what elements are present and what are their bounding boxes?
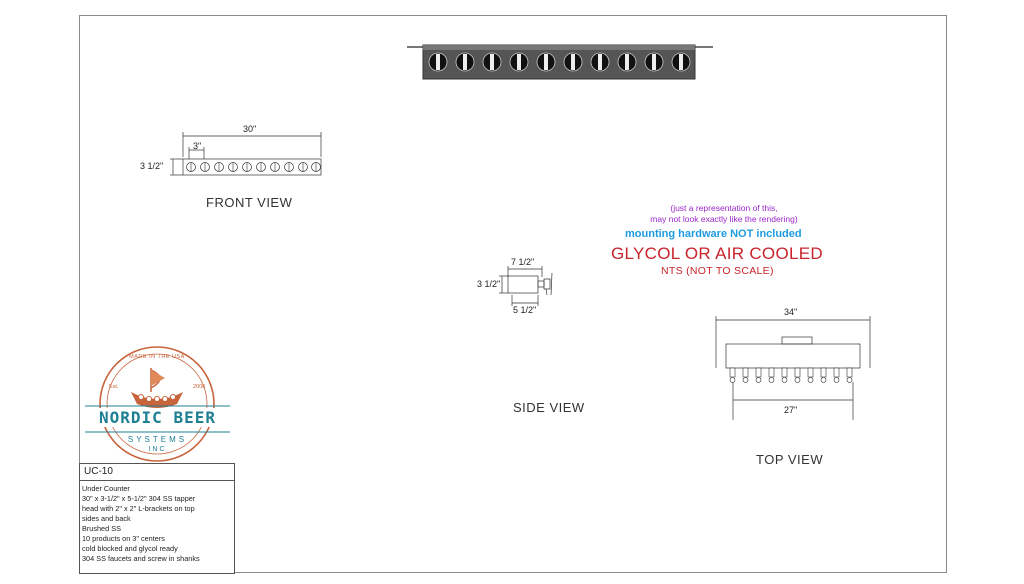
representation-note: (just a representation of this, may not …	[624, 203, 824, 225]
spec-lines: Under Counter 30" x 3-1/2" x 5-1/2" 304 …	[80, 481, 234, 564]
side-bottom-dim: 5 1/2"	[513, 305, 537, 315]
front-width-dim: 30"	[243, 124, 257, 134]
tapper-rendering	[407, 44, 713, 80]
logo-systems: SYSTEMS	[127, 435, 188, 444]
logo-made-in: MADE IN THE USA	[129, 354, 185, 360]
representation-note-line2: may not look exactly like the rendering)	[650, 214, 798, 224]
side-height-dim: 3 1/2"	[477, 279, 501, 289]
spec-line: 30" x 3-1/2" x 5-1/2" 304 SS tapper	[82, 494, 196, 503]
logo-badge-graphic	[85, 346, 230, 462]
logo-name: NORDIC BEER	[85, 408, 230, 427]
side-view-drawing	[499, 266, 553, 306]
top-view-drawing	[715, 316, 871, 420]
drawing-frame	[79, 15, 947, 573]
spec-line: sides and back	[82, 514, 131, 523]
spec-line: 304 SS faucets and screw in shanks	[82, 554, 200, 563]
front-view-drawing	[170, 132, 322, 176]
company-logo: MADE IN THE USA Est. 2000 NORDIC BEER SY…	[85, 342, 230, 464]
logo-est: Est.	[109, 384, 119, 390]
cooling-note: GLYCOL OR AIR COOLED	[611, 244, 823, 263]
logo-inc: INC	[148, 446, 167, 453]
spec-line: 10 products on 3" centers	[82, 534, 165, 543]
front-view-label: FRONT VIEW	[206, 195, 293, 210]
front-height-dim: 3 1/2"	[140, 161, 164, 171]
spec-line: Brushed SS	[82, 524, 121, 533]
top-view-label: TOP VIEW	[756, 452, 824, 467]
top-width-dim: 34"	[784, 307, 798, 317]
scale-note: NTS (NOT TO SCALE)	[661, 265, 774, 277]
model-code: UC-10	[80, 464, 234, 481]
logo-year: 2000	[193, 384, 206, 390]
side-top-dim: 7 1/2"	[511, 257, 535, 267]
hardware-note: mounting hardware NOT included	[625, 228, 802, 240]
spec-line: Under Counter	[82, 484, 130, 493]
side-view-label: SIDE VIEW	[513, 400, 585, 415]
spec-line: head with 2" x 2" L-brackets on top	[82, 504, 195, 513]
title-block: UC-10 Under Counter 30" x 3-1/2" x 5-1/2…	[79, 463, 235, 574]
top-inner-dim: 27"	[784, 405, 798, 415]
representation-note-line1: (just a representation of this,	[670, 203, 778, 213]
spec-line: cold blocked and glycol ready	[82, 544, 178, 553]
front-spacing-dim: 3"	[193, 141, 202, 151]
